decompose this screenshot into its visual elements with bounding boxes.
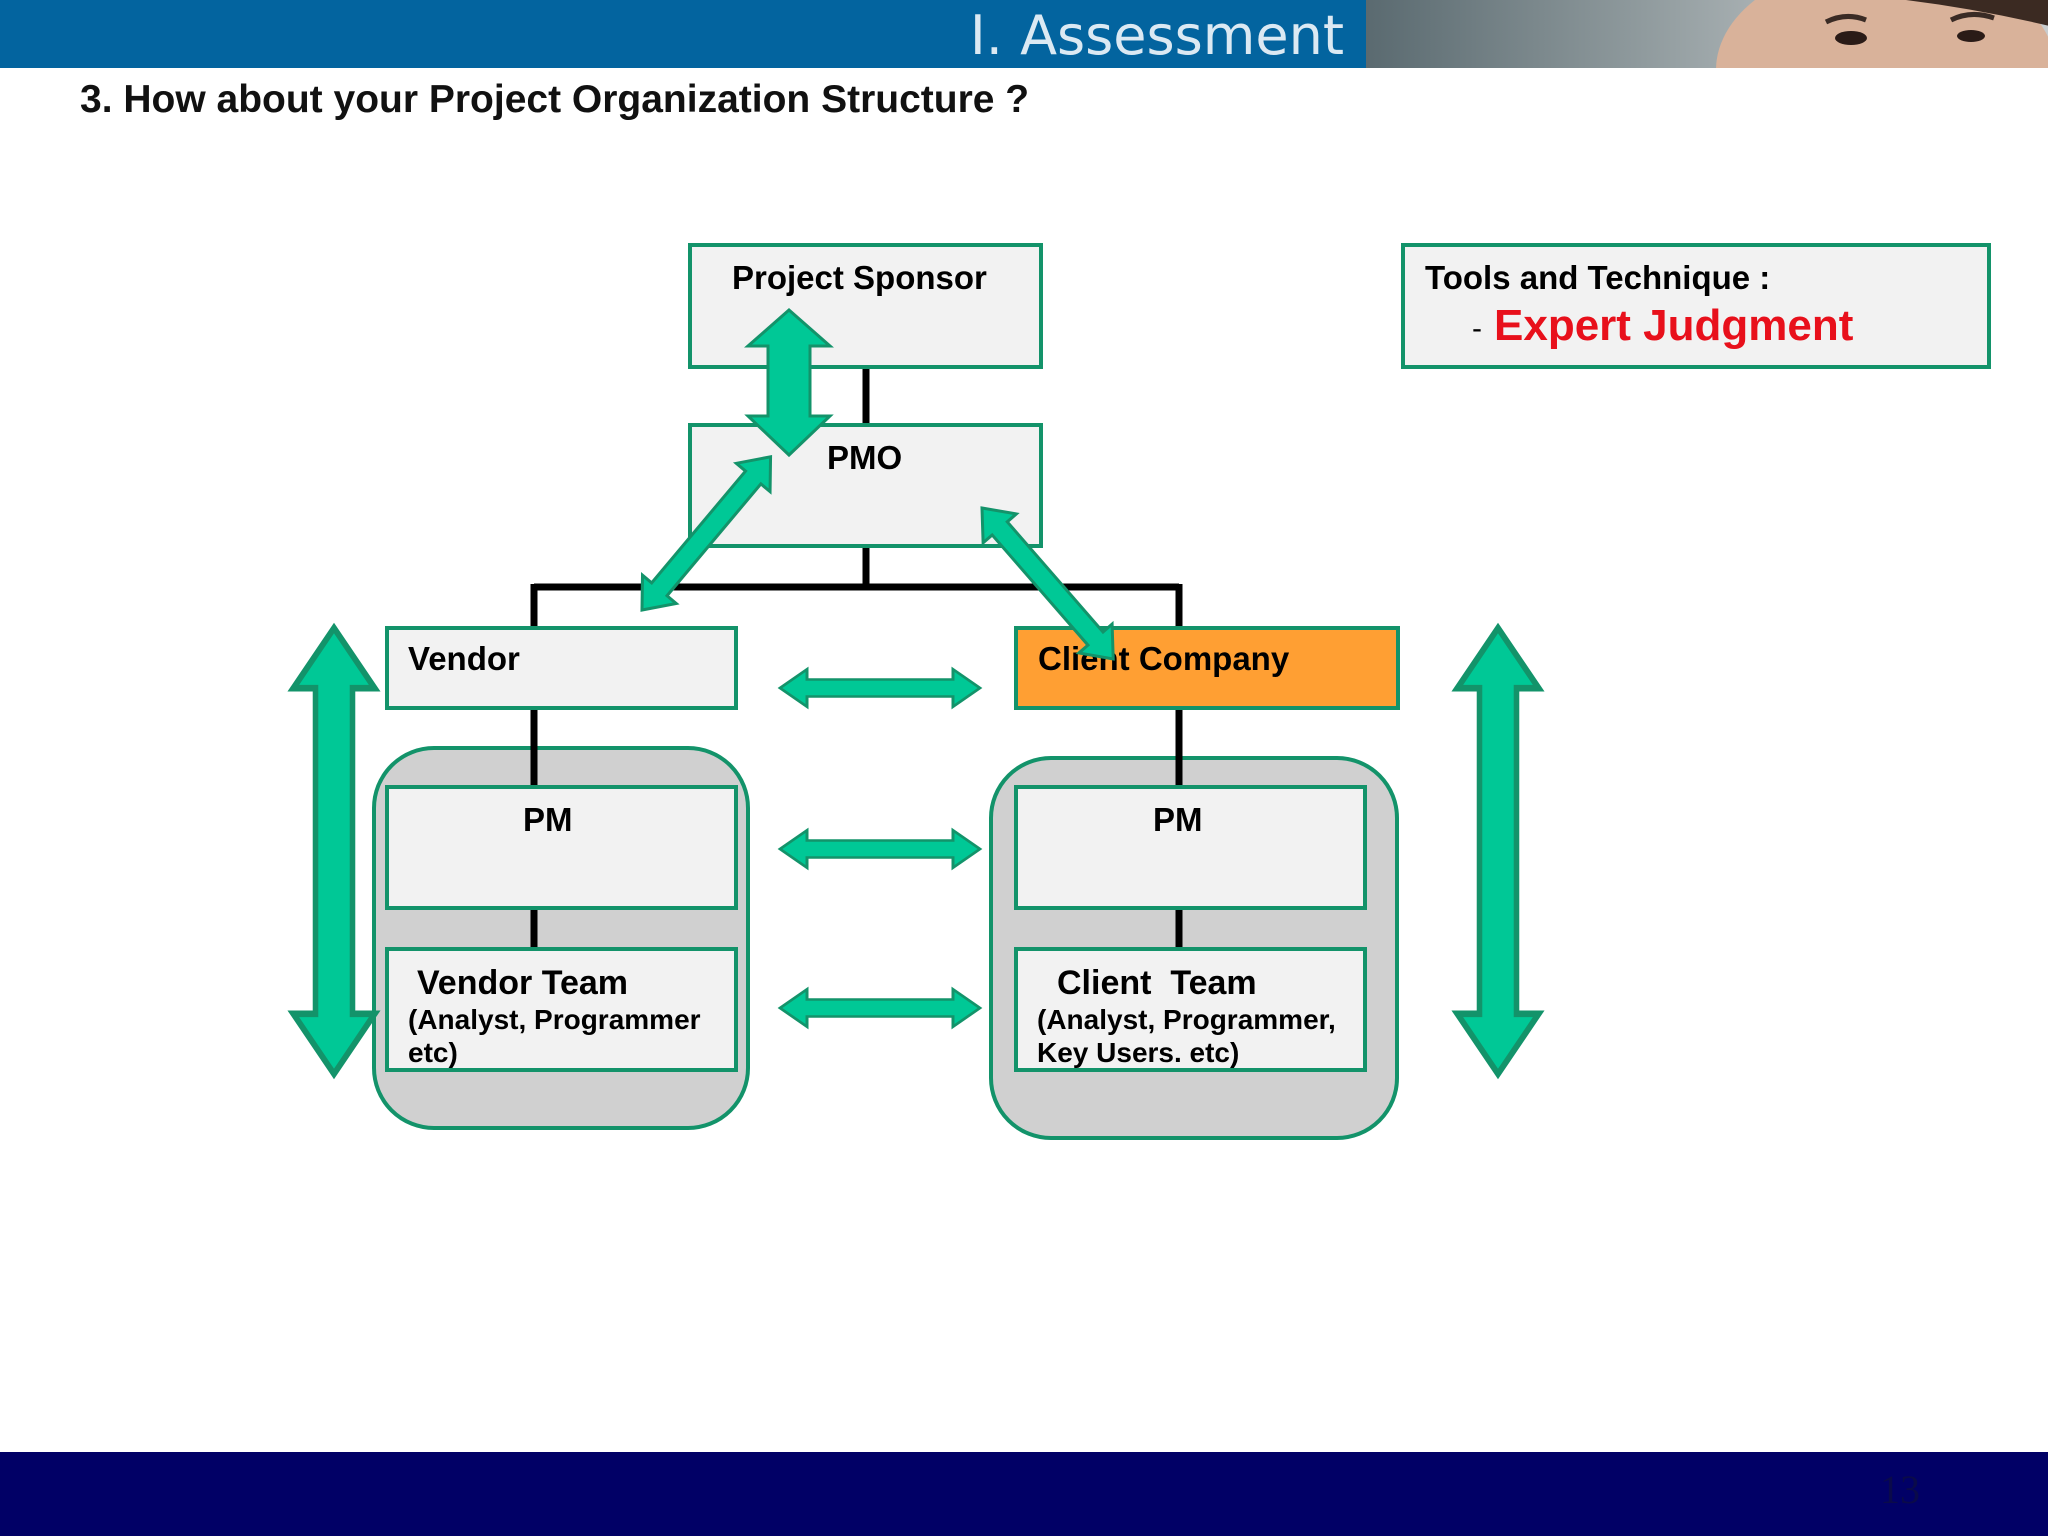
client-company-label: Client Company (1038, 640, 1290, 677)
client-side-vertical-double-arrow (1457, 628, 1538, 1074)
vendor-team-roles-line1: (Analyst, Programmer (408, 1004, 701, 1035)
slide-heading: 3. How about your Project Organization S… (80, 78, 1030, 121)
client-pm-box (1014, 785, 1367, 910)
header-photo (1366, 0, 2048, 68)
client-team-roles-line1: (Analyst, Programmer, (1037, 1004, 1336, 1035)
tools-technique-box (1401, 243, 1991, 369)
pmo-label: PMO (827, 439, 902, 476)
client-company-box (1014, 626, 1400, 710)
vendor-pm-box (385, 785, 738, 910)
client-pm-label: PM (1153, 801, 1203, 838)
tools-technique-bullet: - (1472, 312, 1482, 345)
header-bar (0, 0, 1366, 68)
vendor-pm-label: PM (523, 801, 573, 838)
vendor-team-roles-line2: etc) (408, 1037, 458, 1068)
project-sponsor-box (688, 243, 1043, 369)
vendor-team-box (385, 947, 738, 1072)
project-sponsor-label: Project Sponsor (732, 259, 987, 296)
client-team-title: Client Team (1057, 964, 1257, 1002)
expert-judgment-label: Expert Judgment (1494, 301, 1854, 350)
vendor-side-vertical-double-arrow (293, 628, 374, 1074)
footer-bar (0, 1452, 2048, 1536)
vendor-team-title: Vendor Team (417, 964, 628, 1002)
sponsor-pmo-double-arrow (744, 308, 834, 458)
vendor-client-double-arrow (778, 667, 982, 709)
team-team-double-arrow (778, 987, 982, 1029)
client-team-roles-line2: Key Users. etc) (1037, 1037, 1239, 1068)
vendor-box (385, 626, 738, 710)
client-team-box (1014, 947, 1367, 1072)
page-number: 13 (1880, 1467, 1920, 1512)
pm-pm-double-arrow (778, 828, 982, 870)
header-photo-image (1716, 0, 2048, 68)
vendor-label: Vendor (408, 640, 520, 677)
tools-technique-heading: Tools and Technique : (1425, 259, 1770, 296)
section-title: I. Assessment (969, 4, 1344, 67)
